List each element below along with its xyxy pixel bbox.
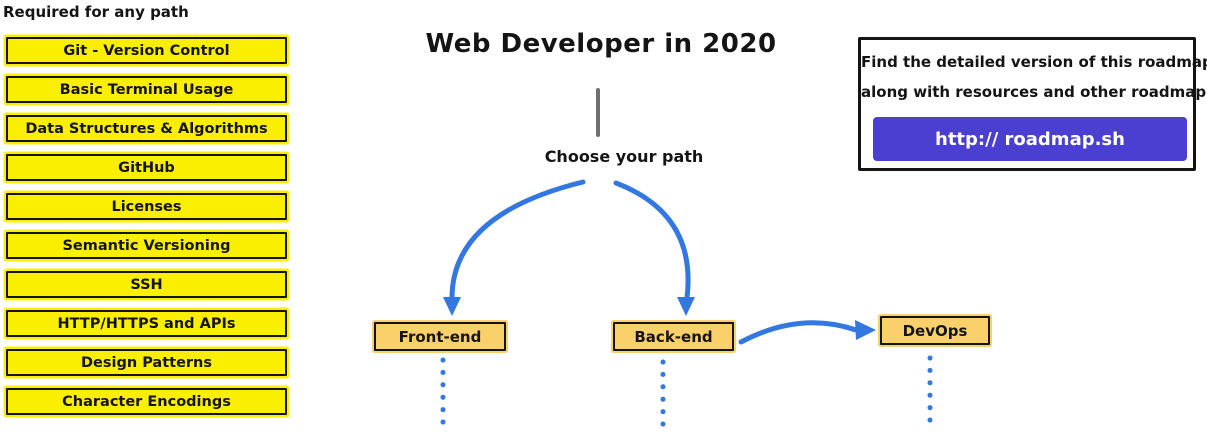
roadmap-url-button[interactable]: http:// roadmap.sh [873,117,1187,161]
arrowhead-frontend-icon [443,297,461,316]
topic-box-http[interactable]: HTTP/HTTPS and APIs [6,310,287,337]
title-connector-line [596,88,600,137]
info-box: Find the detailed version of this roadma… [858,37,1207,171]
choose-path-label: Choose your path [544,147,704,166]
topic-box-terminal[interactable]: Basic Terminal Usage [6,76,287,103]
info-text-line2: along with resources and other roadmaps [861,83,1207,101]
topic-box-design-patterns[interactable]: Design Patterns [6,349,287,376]
page-title: Web Developer in 2020 [425,29,777,59]
topic-box-github[interactable]: GitHub [6,154,287,181]
node-backend[interactable]: Back-end [613,322,734,351]
required-path-title: Required for any path [3,3,189,21]
topic-box-ssh[interactable]: SSH [6,271,287,298]
arrow-backend-to-devops [738,320,859,345]
topic-box-git[interactable]: Git - Version Control [6,37,287,64]
arrowhead-backend-icon [677,297,695,316]
topic-box-licenses[interactable]: Licenses [6,193,287,220]
info-text-line1: Find the detailed version of this roadma… [861,53,1207,71]
topic-box-data-structures[interactable]: Data Structures & Algorithms [6,115,287,142]
node-devops[interactable]: DevOps [880,316,990,345]
topic-box-encodings[interactable]: Character Encodings [6,388,287,415]
required-path-list: Git - Version Control Basic Terminal Usa… [6,37,287,415]
node-frontend[interactable]: Front-end [374,322,506,351]
arrow-to-frontend [449,179,586,301]
arrow-to-backend [613,180,691,301]
topic-box-semver[interactable]: Semantic Versioning [6,232,287,259]
arrowhead-devops-icon [855,320,876,340]
